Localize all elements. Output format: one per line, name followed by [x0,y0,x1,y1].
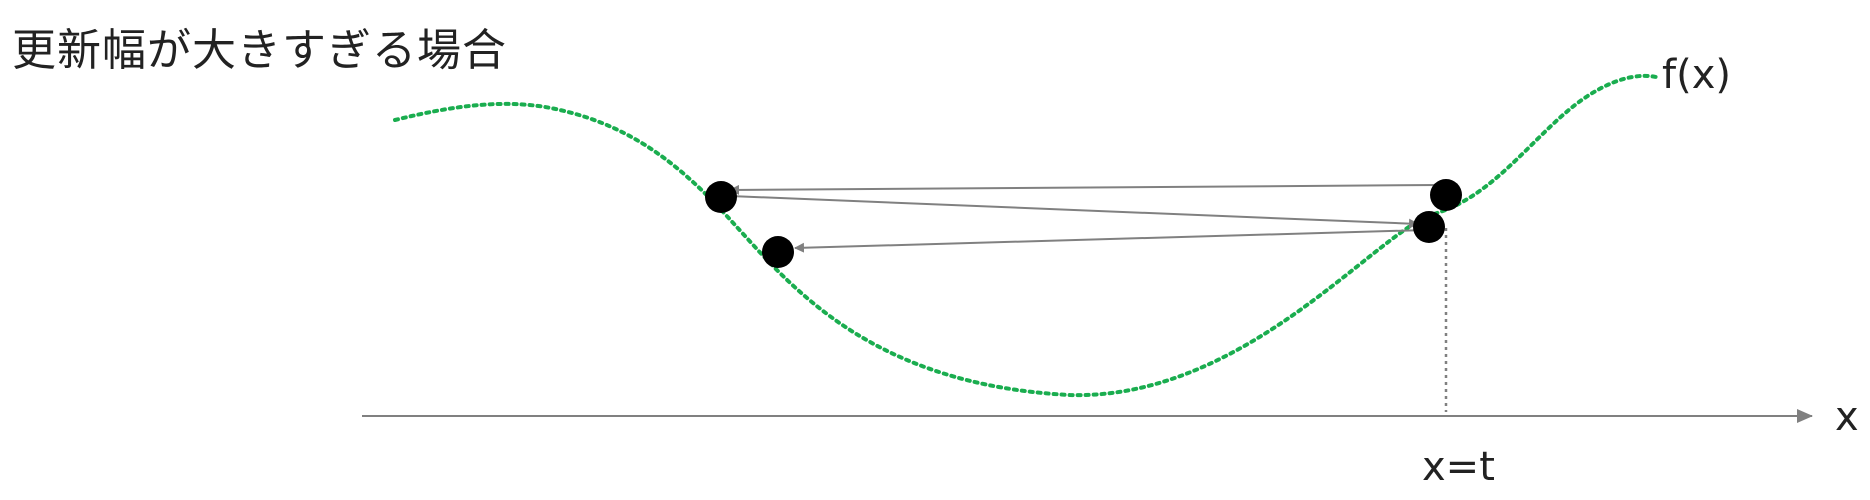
diagram-title: 更新幅が大きすぎる場合 [12,25,507,76]
target-label: x=t [1422,444,1495,490]
update-arrow-3 [794,229,1427,253]
curve-label: f(x) [1662,52,1731,98]
point-1 [705,181,737,213]
point-2 [762,236,794,268]
function-curve [393,73,1662,398]
point-4 [1413,211,1445,243]
point-3 [1430,179,1462,211]
x-axis-label: x [1835,394,1859,440]
update-arrow-2 [729,195,1419,229]
update-arrow-1 [729,184,1441,195]
